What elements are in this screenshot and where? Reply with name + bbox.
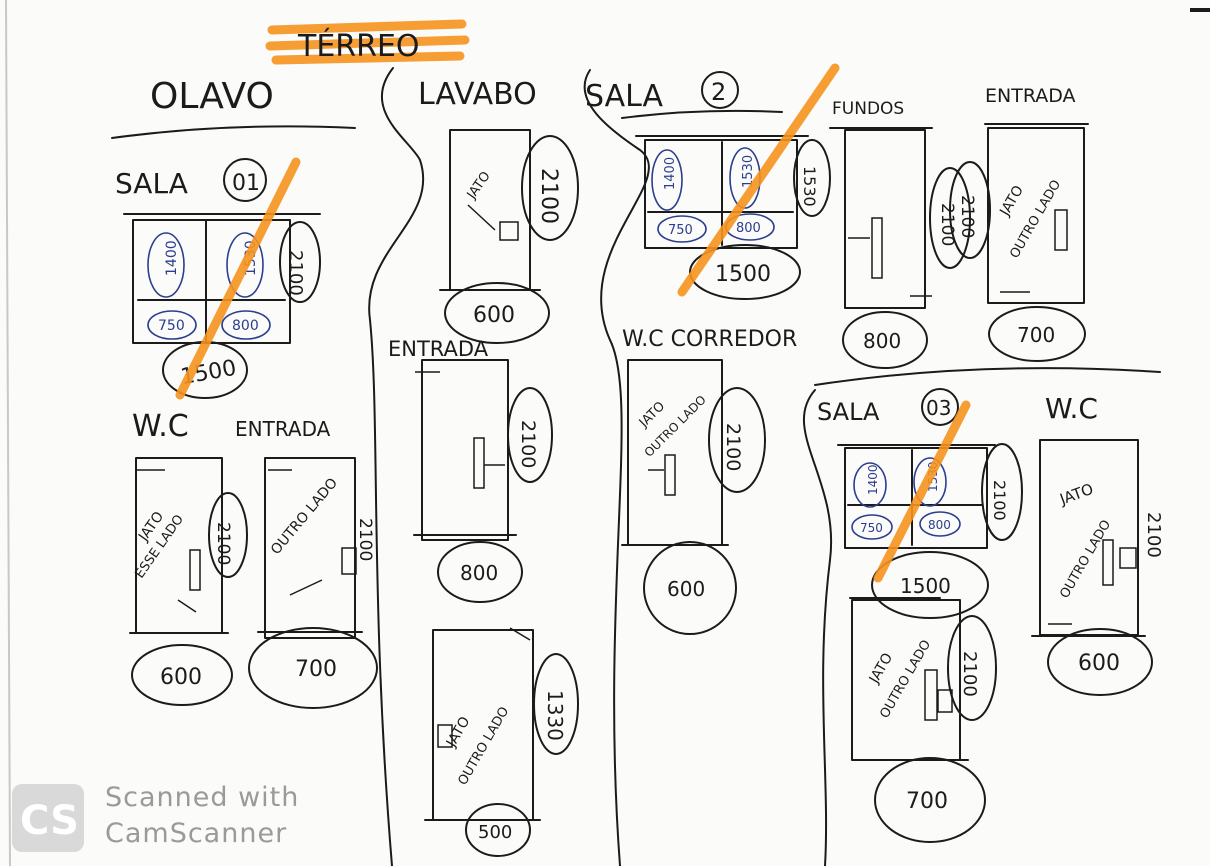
- entrada-mid-dim-w: 800: [460, 561, 498, 585]
- entrada-mid-dim-h: 2100: [517, 420, 539, 468]
- wc-right-dim-w: 600: [1078, 651, 1120, 676]
- sala02-dim-b: 1530: [741, 155, 756, 188]
- lower-right-dim-h: 2100: [959, 651, 980, 697]
- label-fundos: FUNDOS: [832, 99, 904, 119]
- camscanner-logo-icon: CS: [12, 784, 84, 852]
- label-olavo: OLAVO: [150, 76, 274, 117]
- sala03-number-circle: [921, 388, 959, 426]
- label-sala02: SALA: [585, 79, 664, 114]
- sala01-strike: [175, 157, 301, 400]
- paper-edge-left: [5, 0, 11, 866]
- watermark-line1: Scanned with: [105, 782, 300, 813]
- lavabo-dim-h: 2100: [536, 168, 561, 224]
- sala02-underline: [621, 109, 783, 119]
- divider-left: [368, 67, 425, 866]
- wc-dim-w: 600: [160, 665, 202, 690]
- entrada-top-dim-h: 2100: [957, 195, 977, 238]
- sala01-dim-a: 1400: [164, 240, 180, 276]
- entrada-left-dim-w: 700: [295, 657, 337, 682]
- divider-middle: [583, 69, 650, 866]
- divider-right-top: [814, 367, 1161, 386]
- lower-mid-dim-h: 1330: [543, 690, 567, 741]
- sala03-room: 1400 1530 750 800 2100 1500: [837, 400, 1023, 619]
- sala03-dim-h: 2100: [990, 480, 1009, 521]
- wc-right-dim-h: 2100: [1143, 512, 1164, 558]
- sala02-strike: [677, 63, 840, 297]
- lower-right-dim-w: 700: [906, 789, 948, 814]
- sala03-dim-a: 1400: [866, 464, 880, 495]
- lavabo-room: JATO 2100 600: [439, 129, 579, 344]
- label-entrada-mid: ENTRADA: [388, 337, 489, 361]
- divider-right: [803, 389, 833, 866]
- label-sala03: SALA: [817, 398, 880, 426]
- watermark-line2: CamScanner: [105, 818, 288, 849]
- sala02-dim-w: 1500: [715, 262, 771, 287]
- entrada-left-dim-h: 2100: [355, 518, 375, 561]
- svg-text:CS: CS: [20, 798, 79, 844]
- sala02-dim-c: 750: [668, 223, 693, 238]
- wc-dim-h: 2100: [213, 522, 233, 565]
- sala02-dim-h: 1530: [800, 166, 819, 207]
- sala03-number: 03: [926, 396, 951, 420]
- label-wc: W.C: [132, 409, 189, 444]
- entrada-top-dim-w: 700: [1017, 323, 1055, 347]
- sala02-dim-a: 1400: [663, 157, 678, 190]
- label-wc-corredor: W.C CORREDOR: [622, 327, 797, 352]
- label-entrada-top: ENTRADA: [985, 85, 1076, 107]
- sala03-dim-d: 800: [928, 518, 951, 532]
- sala03-dim-w: 1500: [900, 574, 951, 598]
- lower-mid-dim-w: 500: [478, 822, 512, 843]
- sala01-dim-c: 750: [158, 318, 185, 334]
- entrada-mid-room: 2100 800: [413, 359, 553, 603]
- sala02-room: 1400 1530 750 800 1530 1500: [635, 63, 840, 300]
- sala02-number: 2: [711, 78, 726, 106]
- olavo-underline: [111, 125, 356, 139]
- sala01-number: 01: [232, 171, 260, 196]
- label-lavabo: LAVABO: [418, 77, 537, 112]
- wc-corredor-dim-h: 2100: [722, 423, 744, 471]
- label-wc-right: W.C: [1045, 392, 1098, 425]
- camscanner-watermark: CS Scanned with CamScanner: [10, 780, 310, 860]
- fundos-room: 2100 800: [829, 127, 971, 369]
- sala02-number-circle: [701, 71, 739, 109]
- label-entrada-left: ENTRADA: [235, 417, 331, 441]
- sala01-dim-h: 2100: [285, 250, 306, 296]
- sala01-dim-d: 800: [232, 318, 259, 334]
- label-sala01: SALA: [115, 167, 188, 200]
- page-title: TÉRREO: [297, 28, 420, 64]
- lavabo-dim-w: 600: [473, 303, 515, 328]
- sala02-dim-d: 800: [736, 221, 761, 236]
- wc-corredor-dim-w: 600: [667, 577, 705, 601]
- sala03-strike: [873, 400, 971, 583]
- sala03-dim-c: 750: [860, 521, 883, 535]
- fundos-dim-w: 800: [863, 329, 901, 353]
- title-highlight: [265, 19, 470, 65]
- sala01-number-circle: [223, 158, 267, 202]
